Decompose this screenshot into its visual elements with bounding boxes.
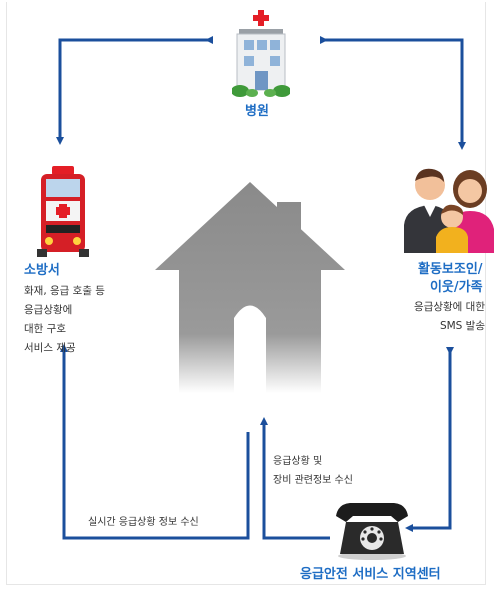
fire-station-line: 대한 구호 (24, 323, 66, 335)
family-description: 응급상황에 대한 SMS 발송 (414, 298, 485, 336)
family-line: 응급상황에 대한 (414, 301, 485, 313)
arrow-hospital-family (320, 36, 466, 150)
arrow-realtime-to-firestation (60, 344, 250, 540)
fire-station-line: 화재, 응급 호출 등 (24, 285, 105, 297)
fire-station-description: 화재, 응급 호출 등 응급상황에 대한 구호 서비스 제공 (24, 282, 105, 358)
hospital-icon (232, 10, 290, 97)
center-label: 응급안전 서비스 지역센터 (300, 567, 441, 582)
arrow-center-family (405, 347, 454, 532)
equipment-edge-label: 응급상황 및 장비 관련정보 수신 (273, 452, 353, 490)
arrow-center-to-house (260, 417, 330, 540)
fire-station-label: 소방서 (24, 263, 60, 278)
family-label-line: 이웃/가족 (429, 280, 483, 295)
telephone-icon (336, 503, 408, 560)
arrow-hospital-firestation (56, 36, 213, 145)
ambulance-icon (37, 166, 89, 257)
fire-station-line: 응급상황에 (24, 304, 73, 316)
fire-station-line: 서비스 제공 (24, 342, 76, 354)
diagram-frame (6, 2, 486, 585)
family-line: SMS 발송 (439, 320, 485, 332)
equipment-line: 장비 관련정보 수신 (273, 475, 353, 486)
family-label: 활동보조인/ 이웃/가족 (418, 261, 483, 297)
equipment-line: 응급상황 및 (273, 456, 323, 467)
house-icon (155, 182, 345, 393)
family-icon (404, 168, 494, 253)
hospital-label: 병원 (245, 104, 269, 119)
family-label-line: 활동보조인/ (418, 262, 483, 277)
realtime-edge-label: 실시간 응급상황 정보 수신 (88, 517, 199, 528)
